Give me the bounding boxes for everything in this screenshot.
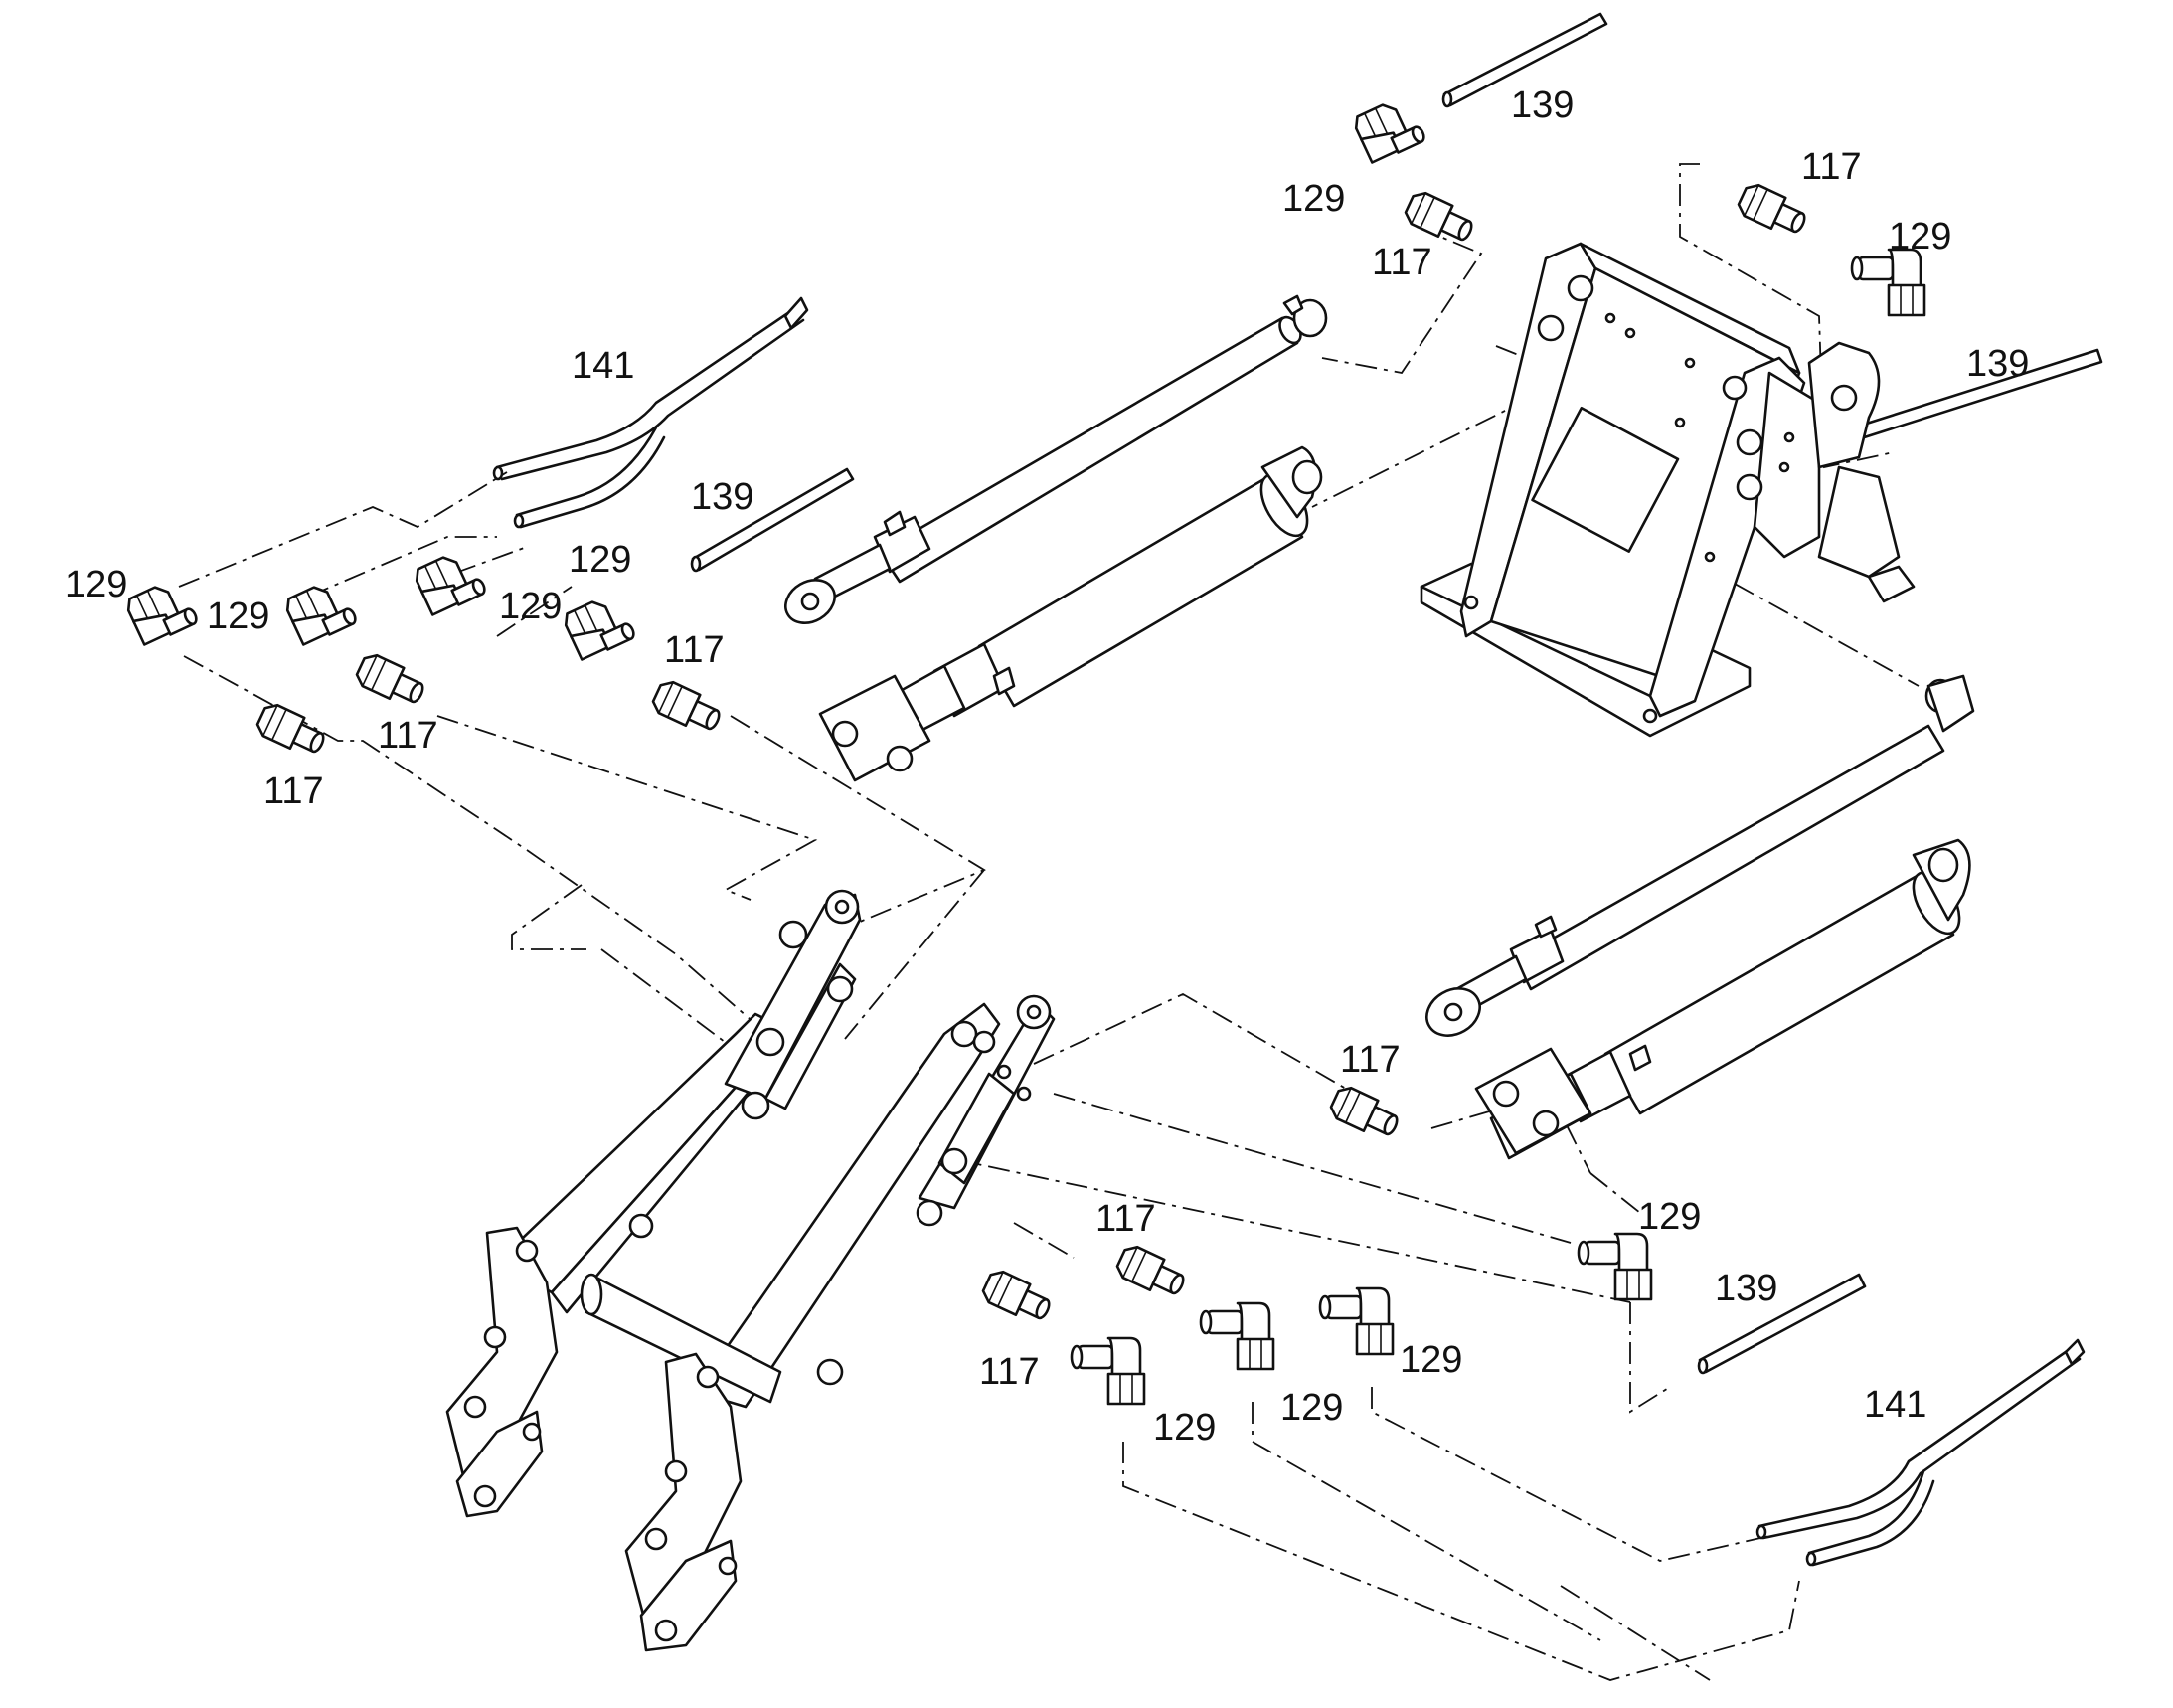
callout-139-mid: 139: [1715, 1268, 1777, 1309]
tube-139-left: [690, 467, 855, 573]
fitting-117-bottom-1: [978, 1266, 1057, 1328]
fitting-129-left-3: [411, 545, 488, 618]
fitting-129-bottom-2: [1199, 1301, 1275, 1371]
callout-labels: 139 129 117 117 129 139 141 139 129 129 …: [65, 85, 2029, 1449]
callout-129-bottom-2: 129: [1280, 1387, 1343, 1429]
callout-129-bottom-1: 129: [1153, 1407, 1216, 1449]
callout-129-top-right: 129: [1889, 216, 1951, 257]
tube-139-top: [1441, 12, 1608, 108]
tube-139-mid: [1697, 1273, 1867, 1375]
callout-129-left-3: 129: [499, 586, 562, 627]
cylinder-lower-right-small: [1425, 674, 1975, 1037]
mast-frame: [1420, 242, 1916, 738]
callout-129-left-2: 129: [207, 596, 269, 637]
hose-141-left: [492, 296, 809, 529]
callout-117-top: 117: [1372, 242, 1432, 283]
fitting-129-top-right: [1850, 248, 1926, 317]
leader-lines: [178, 163, 1920, 1681]
fitting-117-left-1: [252, 699, 331, 762]
callout-117-left-3: 117: [664, 629, 725, 671]
callout-129-top: 129: [1282, 178, 1345, 220]
callout-117-top-right: 117: [1801, 146, 1862, 188]
hose-141-bottom: [1755, 1338, 2086, 1567]
callout-129-left-4: 129: [569, 539, 631, 581]
callout-117-left-2: 117: [378, 715, 438, 757]
callout-141-bottom: 141: [1864, 1384, 1926, 1426]
cylinder-lower-right-large: [1474, 838, 1971, 1160]
callout-139-left: 139: [691, 476, 753, 518]
callout-129-left-1: 129: [65, 564, 127, 605]
fitting-129-mid: [1577, 1232, 1653, 1301]
callout-129-mid: 129: [1638, 1196, 1701, 1238]
callout-141-left: 141: [572, 345, 634, 387]
callout-117-left-1: 117: [263, 770, 324, 812]
callout-117-bottom-2: 117: [1095, 1198, 1156, 1240]
callout-117-bottom-1: 117: [979, 1351, 1040, 1393]
fitting-117-mid: [1326, 1082, 1405, 1144]
callout-139-top: 139: [1511, 85, 1574, 126]
callout-129-bottom-3: 129: [1400, 1339, 1462, 1381]
callout-117-mid: 117: [1340, 1039, 1401, 1081]
fitting-129-left-1: [122, 575, 200, 648]
cylinder-upper-left-small: [784, 294, 1328, 624]
fitting-129-left-2: [281, 575, 359, 648]
fitting-117-top: [1401, 187, 1479, 250]
fitting-117-left-3: [648, 676, 727, 739]
fitting-117-left-2: [352, 649, 430, 712]
loader-arm-frame: [445, 889, 1056, 1652]
fitting-129-bottom-3: [1318, 1286, 1395, 1356]
fitting-129-top: [1350, 92, 1427, 166]
fitting-129-bottom-1: [1070, 1336, 1146, 1406]
fitting-129-left-4: [560, 590, 637, 663]
callout-139-top-right: 139: [1966, 343, 2029, 385]
cylinder-upper-left-large: [818, 445, 1323, 782]
fitting-117-top-right: [1734, 179, 1812, 242]
fitting-117-bottom-2: [1112, 1241, 1191, 1303]
